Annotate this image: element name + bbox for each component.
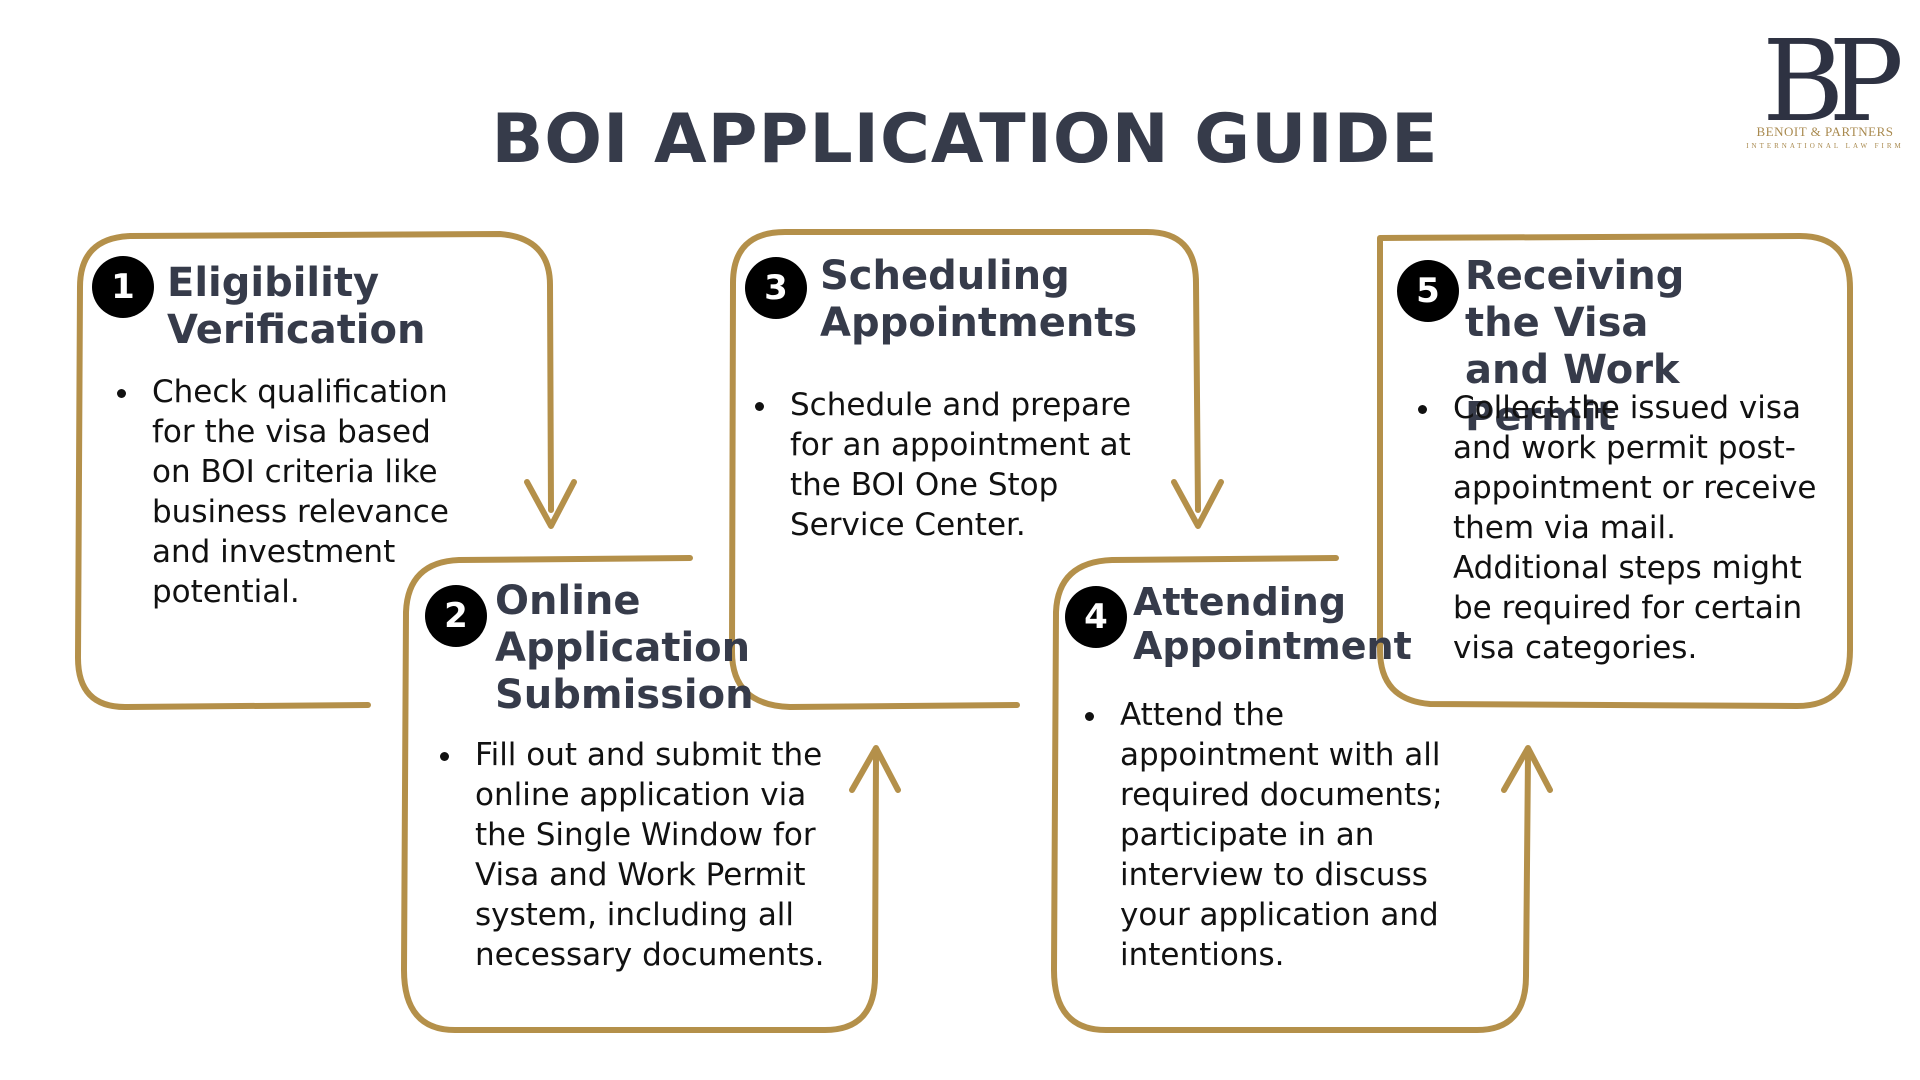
page-title: BOI APPLICATION GUIDE: [491, 100, 1439, 179]
frame-step-3: [729, 229, 1201, 710]
step-details: Schedule and prepare for an appointment …: [755, 385, 1165, 545]
list-item: Check qualification for the visa based o…: [117, 372, 477, 612]
arrow-down-1: [524, 479, 577, 529]
step-title-line: Online: [495, 578, 641, 624]
step-title-line: Appointment: [1133, 624, 1412, 668]
step-title-line: and Work Permit: [1465, 347, 1680, 440]
logo-tagline: INTERNATIONAL LAW FIRM: [1746, 142, 1904, 150]
step-number-badge: 1: [92, 256, 154, 318]
step-details: Attend the appointment with all required…: [1085, 695, 1485, 975]
step-title: Eligibility Verification: [167, 260, 425, 354]
logo-monogram: BP: [1762, 17, 1904, 147]
step-title: Attending Appointment: [1133, 580, 1412, 668]
step-title-line: Scheduling: [820, 253, 1070, 299]
step-number-badge: 2: [425, 585, 487, 647]
arrow-down-3: [1171, 479, 1224, 529]
arrow-up-2: [849, 745, 901, 793]
list-item: Collect the issued visa and work permit …: [1418, 388, 1818, 668]
step-title-line: Application: [495, 625, 751, 671]
step-details: Fill out and submit the online applicati…: [440, 735, 840, 975]
frame-step-1: [75, 231, 554, 710]
step-title: Scheduling Appointments: [820, 253, 1137, 347]
step-title-line: Verification: [167, 307, 426, 353]
step-title-line: Appointments: [820, 300, 1138, 346]
frame-step-5: [1377, 233, 1853, 709]
step-title: Online Application Submission: [495, 578, 754, 719]
step-title-line: Receiving the Visa: [1465, 253, 1685, 346]
step-number-badge: 3: [745, 257, 807, 319]
step-title-line: Eligibility: [167, 260, 380, 306]
list-item: Fill out and submit the online applicati…: [440, 735, 840, 975]
step-details: Check qualification for the visa based o…: [117, 372, 477, 612]
step-title-line: Submission: [495, 672, 754, 718]
step-details: Collect the issued visa and work permit …: [1418, 388, 1818, 668]
step-number-badge: 5: [1397, 260, 1459, 322]
frame-step-2: [401, 555, 879, 1033]
firm-logo: BP BENOIT & PARTNERS INTERNATIONAL LAW F…: [1735, 26, 1915, 180]
frame-step-4: [1051, 555, 1531, 1033]
step-title-line: Attending: [1133, 580, 1347, 624]
step-number-badge: 4: [1065, 586, 1127, 648]
step-title: Receiving the Visa and Work Permit: [1465, 253, 1684, 441]
list-item: Schedule and prepare for an appointment …: [755, 385, 1165, 545]
list-item: Attend the appointment with all required…: [1085, 695, 1485, 975]
arrow-up-4: [1501, 745, 1553, 793]
logo-firm-name: BENOIT & PARTNERS: [1735, 124, 1915, 140]
